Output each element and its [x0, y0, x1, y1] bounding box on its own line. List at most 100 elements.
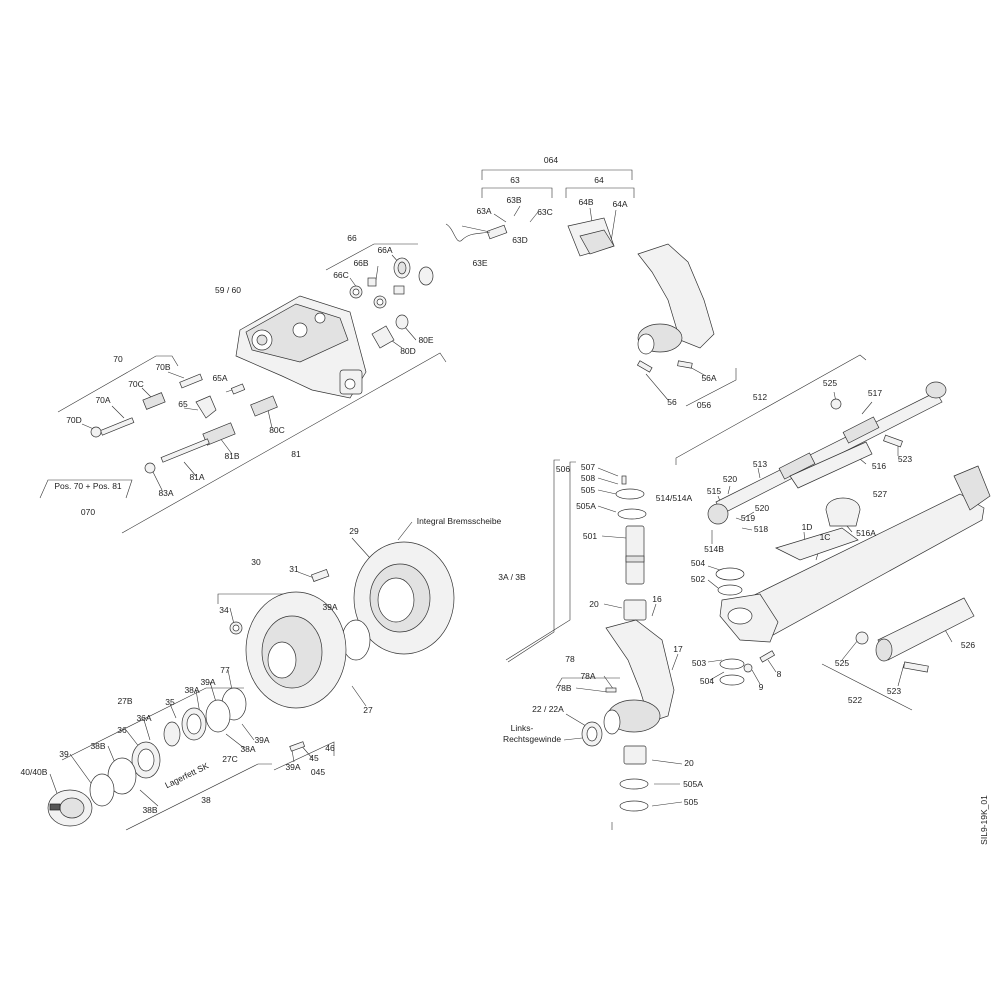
label-520-lower: 520: [755, 503, 769, 513]
label-501: 501: [583, 531, 597, 541]
label-80D: 80D: [400, 346, 416, 356]
label-20-lower: 20: [684, 758, 694, 768]
label-46: 46: [325, 743, 335, 753]
note-lagerfett: Lagerfett SK: [163, 760, 210, 790]
label-83A: 83A: [158, 488, 173, 498]
label-56: 56: [667, 397, 677, 407]
label-77: 77: [220, 665, 230, 675]
label-505A-lower: 505A: [683, 779, 703, 789]
note-rechtsgewinde: Rechtsgewinde: [503, 734, 561, 744]
label-78A: 78A: [580, 671, 595, 681]
label-63A: 63A: [476, 206, 491, 216]
label-80E: 80E: [418, 335, 433, 345]
label-27C: 27C: [222, 754, 238, 764]
label-38: 38: [201, 795, 211, 805]
label-81: 81: [291, 449, 301, 459]
label-045: 045: [311, 767, 325, 777]
label-29: 29: [349, 526, 359, 536]
label-27B: 27B: [117, 696, 132, 706]
label-502: 502: [691, 574, 705, 584]
label-35: 35: [165, 697, 175, 707]
wheel-hub: [229, 568, 347, 709]
label-22-22A: 22 / 22A: [532, 704, 564, 714]
label-520-upper: 520: [723, 474, 737, 484]
caliper-small-parts: [90, 257, 434, 474]
label-506: 506: [556, 464, 570, 474]
label-39A-c: 39A: [254, 735, 269, 745]
label-65A: 65A: [212, 373, 227, 383]
label-63C: 63C: [537, 207, 553, 217]
steering-knuckle-lower: [581, 619, 675, 747]
label-504-lower: 504: [700, 676, 714, 686]
part-labels: 064 63 64 63B 63A 63C 63D 63E 64B 64A 66…: [21, 155, 976, 815]
label-17: 17: [673, 644, 683, 654]
hub-cap: [47, 789, 93, 827]
label-505A-upper: 505A: [576, 501, 596, 511]
label-056: 056: [697, 400, 711, 410]
steering-knuckle-upper: [636, 243, 715, 373]
label-63D: 63D: [512, 235, 528, 245]
label-81B: 81B: [224, 451, 239, 461]
brake-caliper: [235, 295, 367, 399]
label-523-lower: 523: [887, 686, 901, 696]
label-66B: 66B: [353, 258, 368, 268]
label-34: 34: [219, 605, 229, 615]
label-39A-b: 39A: [200, 677, 215, 687]
label-65: 65: [178, 399, 188, 409]
label-70C: 70C: [128, 379, 144, 389]
label-38A-top: 38A: [184, 685, 199, 695]
label-1C: 1C: [820, 532, 831, 542]
label-514-514A: 514/514A: [656, 493, 693, 503]
label-27: 27: [363, 705, 373, 715]
note-links: Links-: [511, 723, 534, 733]
label-63B: 63B: [506, 195, 521, 205]
label-70: 70: [113, 354, 123, 364]
label-3A-3B: 3A / 3B: [498, 572, 526, 582]
label-504-upper: 504: [691, 558, 705, 568]
label-38B-top: 38B: [90, 741, 105, 751]
label-519: 519: [741, 513, 755, 523]
label-70A: 70A: [95, 395, 110, 405]
label-39: 39: [59, 749, 69, 759]
label-78: 78: [565, 654, 575, 664]
label-16: 16: [652, 594, 662, 604]
bearings-and-rings: [89, 687, 306, 807]
label-515: 515: [707, 486, 721, 496]
label-514B: 514B: [704, 544, 724, 554]
label-513: 513: [753, 459, 767, 469]
label-36A: 36A: [136, 713, 151, 723]
brake-disc: [341, 541, 455, 661]
label-1D: 1D: [802, 522, 813, 532]
label-59-60: 59 / 60: [215, 285, 241, 295]
label-516: 516: [872, 461, 886, 471]
label-63: 63: [510, 175, 520, 185]
label-20-upper: 20: [589, 599, 599, 609]
tie-rod: [707, 381, 947, 525]
king-pin-stack: [615, 475, 776, 812]
label-30: 30: [251, 557, 261, 567]
label-66: 66: [347, 233, 357, 243]
label-517: 517: [868, 388, 882, 398]
label-66A: 66A: [377, 245, 392, 255]
label-503: 503: [692, 658, 706, 668]
note-pos-70-81: Pos. 70 + Pos. 81: [54, 481, 122, 491]
label-516A: 516A: [856, 528, 876, 538]
label-070: 070: [81, 507, 95, 517]
label-66C: 66C: [333, 270, 349, 280]
axle-beam: [719, 465, 991, 643]
label-38B-bottom: 38B: [142, 805, 157, 815]
label-70B: 70B: [155, 362, 170, 372]
label-525-lower: 525: [835, 658, 849, 668]
brake-pads: [445, 217, 615, 257]
label-38A-lower: 38A: [240, 744, 255, 754]
label-81A: 81A: [189, 472, 204, 482]
label-527: 527: [873, 489, 887, 499]
label-505-lower: 505: [684, 797, 698, 807]
label-70D: 70D: [66, 415, 82, 425]
label-064: 064: [544, 155, 558, 165]
label-505-upper: 505: [581, 485, 595, 495]
label-64A: 64A: [612, 199, 627, 209]
label-80C: 80C: [269, 425, 285, 435]
label-507: 507: [581, 462, 595, 472]
